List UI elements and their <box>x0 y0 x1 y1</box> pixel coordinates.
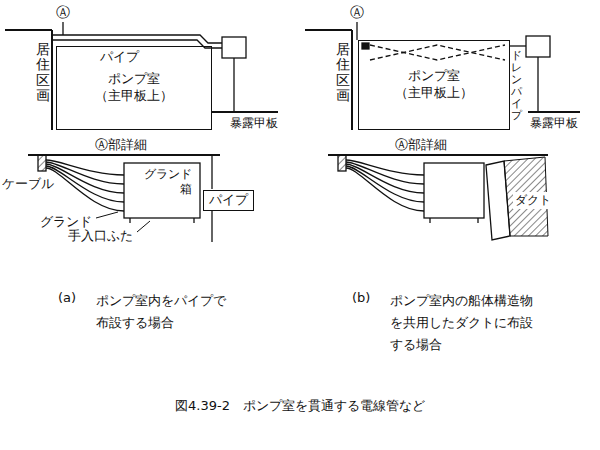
duct-line <box>370 45 505 60</box>
duct-line <box>370 45 505 60</box>
cable-stub <box>338 155 346 171</box>
deck-line <box>528 111 580 113</box>
gland-box <box>124 163 200 218</box>
pipe-line <box>510 45 526 46</box>
wall-line <box>211 211 212 242</box>
duct-entry <box>362 43 369 49</box>
pipe-line <box>52 35 222 43</box>
part-label: ドレンパイプ <box>511 50 522 123</box>
panel-b-overview <box>305 22 580 130</box>
ceiling-beam <box>328 154 548 156</box>
cable <box>46 166 124 202</box>
node-text: ポンプ室 <box>408 68 460 85</box>
leader-line <box>137 221 150 232</box>
box-foot <box>129 218 130 223</box>
sub-caption: ポンプ室内の船体構造物 を共用したダクトに布設 する場合 <box>390 290 537 356</box>
pump-room-box: ポンプ室（主甲板上） <box>358 40 510 130</box>
sub-caption-mark: (a) <box>58 290 76 306</box>
drain-pipe <box>537 57 538 112</box>
area-label: 居住区画 <box>36 42 50 104</box>
gland-box <box>424 163 484 218</box>
panel-a-overview <box>5 22 278 130</box>
cable-stub <box>38 155 46 171</box>
area-label: 居住区画 <box>336 42 350 104</box>
reference-line <box>356 22 357 40</box>
pipe-box: パイプ <box>203 190 254 211</box>
part-label: ダクト <box>513 192 553 209</box>
box-foot <box>429 218 430 223</box>
node-text: パイプ <box>209 192 248 209</box>
bulkhead-wall <box>351 30 353 130</box>
reference-mark: Ⓐ <box>56 4 70 22</box>
deck-label: 暴露甲板 <box>230 116 278 131</box>
detail-heading: Ⓐ部詳細 <box>95 137 147 153</box>
junction-box <box>526 36 550 57</box>
deck-label: 暴露甲板 <box>530 116 578 131</box>
deck-line <box>212 111 278 113</box>
box-foot <box>477 218 478 223</box>
figure-caption: 図4.39-2 ポンプ室を貫通する電線管など <box>0 398 600 414</box>
deck-line <box>5 29 52 31</box>
part-label: グランド 箱 <box>142 167 192 197</box>
box-foot <box>193 218 194 223</box>
bulkhead-wall <box>51 30 53 130</box>
ceiling-beam <box>28 154 220 156</box>
sub-caption-mark: (b) <box>352 290 370 306</box>
sub-caption: ポンプ室内をパイプで 布設する場合 <box>96 290 230 334</box>
wall-line <box>211 155 212 189</box>
node-text: （主甲板上） <box>95 88 173 105</box>
cable <box>346 166 424 202</box>
cable <box>346 168 424 211</box>
reference-mark: Ⓐ <box>350 4 364 22</box>
node-text: ポンプ室 <box>108 71 160 88</box>
deck-line <box>305 29 352 31</box>
part-label: パイプ <box>100 49 139 65</box>
part-label: ケーブル <box>2 176 54 192</box>
reference-line <box>62 22 63 35</box>
node-text: （主甲板上） <box>395 85 473 102</box>
junction-box <box>222 37 246 58</box>
leader-line <box>96 212 118 218</box>
part-label: 手入口ふた <box>68 228 133 244</box>
cable <box>46 168 124 211</box>
part-label: グランド <box>40 214 92 230</box>
detail-heading: Ⓐ部詳細 <box>395 137 447 153</box>
pipe-line <box>233 58 234 112</box>
